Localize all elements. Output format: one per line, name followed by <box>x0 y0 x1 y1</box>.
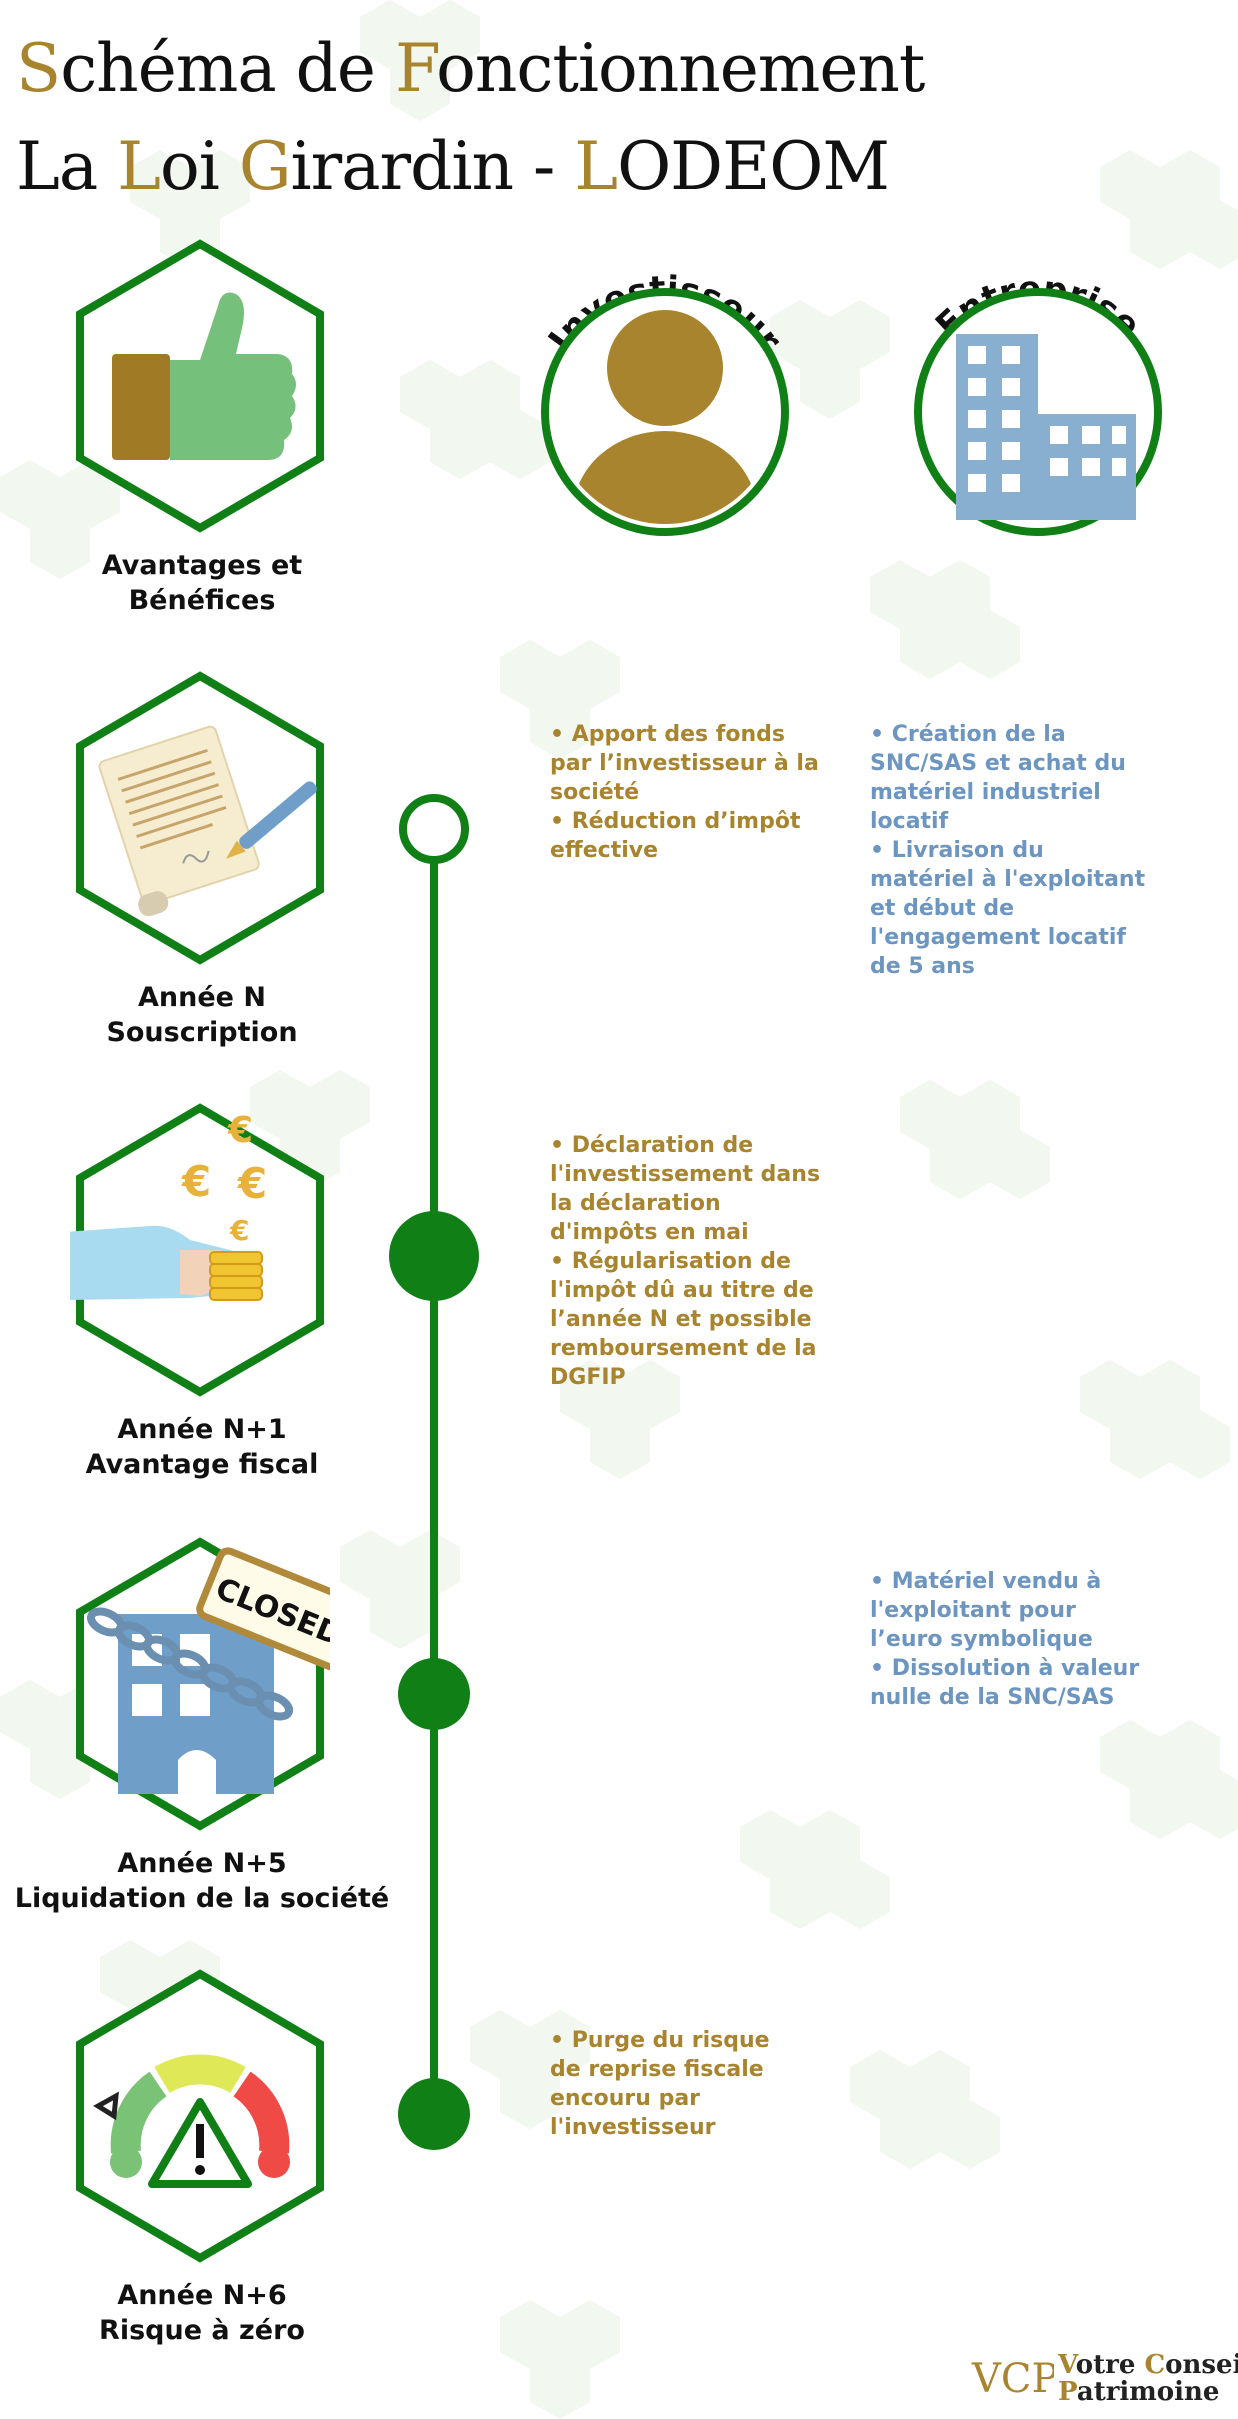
bullet-line: • Livraison du <box>870 838 1044 863</box>
text-segment: L <box>117 128 161 205</box>
company-bullets-year-n: • Création de la SNC/SAS et achat du matér… <box>870 720 1145 981</box>
thumbs-up-icon <box>76 239 324 533</box>
text-segment: P <box>1058 2377 1077 2407</box>
text-segment: V <box>1058 2350 1076 2380</box>
svg-text:€: € <box>229 1214 249 1247</box>
text-segment: chéma de <box>60 30 395 107</box>
bullet-line: • Purge du risque <box>550 2028 770 2053</box>
text-segment: La <box>16 128 118 205</box>
step-label-avantages: Avantages et Bénéfices <box>101 550 303 616</box>
vcp-monogram-icon: VCP <box>971 2356 1054 2402</box>
step-label-year-n: Année N Souscription <box>106 982 298 1048</box>
bullet-line: effective <box>550 838 659 863</box>
bullet-line: l'exploitant pour <box>870 1598 1076 1623</box>
bullet-line: • Déclaration de <box>550 1133 754 1158</box>
bullet-line: • Apport des fonds <box>550 722 785 747</box>
brand-name: Votre Conseil Patrimoine <box>1058 2352 1238 2406</box>
title-line-1: Schéma de Fonctionnement <box>16 20 925 118</box>
svg-text:VCP: VCP <box>971 2356 1054 2402</box>
bullet-line: société <box>550 780 640 805</box>
company-column-header: Entreprise <box>878 230 1198 560</box>
bullet-line: • Dissolution à valeur <box>870 1656 1140 1681</box>
bullet-line: la déclaration <box>550 1191 721 1216</box>
bullet-line: nulle de la SNC/SAS <box>870 1685 1115 1710</box>
investor-bullets-year-n: • Apport des fonds par l’investisseur à l… <box>550 720 819 865</box>
svg-text:€: € <box>181 1157 211 1206</box>
text-segment: irardin - <box>290 128 575 205</box>
bullet-line: de reprise fiscale <box>550 2057 764 2082</box>
bullet-line: l'impôt dû au titre de <box>550 1278 814 1303</box>
building-icon: Entreprise <box>914 269 1162 536</box>
text-segment: ODEOM <box>617 128 890 205</box>
text-segment: F <box>394 30 437 107</box>
bullet-line: et début de <box>870 896 1015 921</box>
person-icon: Investisseur <box>541 269 789 536</box>
text-segment: atrimoine <box>1076 2377 1220 2407</box>
euro-coins-hand-icon: € € € € <box>70 1103 324 1397</box>
investor-bullets-year-n6: • Purge du risque de reprise fiscale encou… <box>550 2026 770 2142</box>
bullet-line: SNC/SAS et achat du <box>870 751 1126 776</box>
bullet-line: • Réduction d’impôt <box>550 809 801 834</box>
text-segment: otre <box>1075 2350 1145 2380</box>
bullet-line: l'engagement locatif <box>870 925 1126 950</box>
bullet-line: encouru par <box>550 2086 701 2111</box>
investor-bullets-year-n1: • Déclaration de l'investissement dans la … <box>550 1131 820 1392</box>
text-segment: S <box>16 30 61 107</box>
title-line-2: La Loi Girardin - LODEOM <box>16 118 924 216</box>
svg-text:€: € <box>237 1159 267 1208</box>
bullet-line: locatif <box>870 809 949 834</box>
step-label-year-n6: Année N+6 Risque à zéro <box>99 2280 305 2346</box>
page-title: Schéma de Fonctionnement La Loi Girardin… <box>16 20 925 216</box>
step-label-year-n1: Année N+1 Avantage fiscal <box>85 1414 319 1480</box>
bullet-line: l’année N et possible <box>550 1307 812 1332</box>
bullet-line: l'investissement dans <box>550 1162 821 1187</box>
investor-column-header: Investisseur <box>505 230 825 560</box>
bullet-line: DGFIP <box>550 1365 626 1390</box>
step-label-year-n5: Année N+5 Liquidation de la société <box>14 1848 390 1914</box>
text-segment: L <box>574 128 618 205</box>
closed-chained-building-icon: CLOSED <box>76 1537 330 1831</box>
brand-logo: VCP Votre Conseil Patrimoine <box>970 2350 1238 2410</box>
bullet-line: de 5 ans <box>870 954 975 979</box>
company-bullets-year-n5: • Matériel vendu à l'exploitant pour l’eur… <box>870 1567 1139 1712</box>
text-segment: oi <box>159 128 239 205</box>
bullet-line: matériel à l'exploitant <box>870 867 1146 892</box>
bullet-line: l'investisseur <box>550 2115 716 2140</box>
bullet-line: par l’investisseur à la <box>550 751 819 776</box>
contract-signing-icon <box>76 671 324 965</box>
bullet-line: • Création de la <box>870 722 1066 747</box>
text-segment: onseil <box>1165 2350 1238 2380</box>
bullet-line: remboursement de la <box>550 1336 817 1361</box>
text-segment: C <box>1144 2350 1166 2380</box>
bullet-line: • Régularisation de <box>550 1249 791 1274</box>
risk-gauge-warning-icon <box>76 1969 324 2263</box>
bullet-line: l’euro symbolique <box>870 1627 1093 1652</box>
bullet-line: d'impôts en mai <box>550 1220 749 1245</box>
bullet-line: • Matériel vendu à <box>870 1569 1102 1594</box>
text-segment: G <box>238 128 292 205</box>
svg-text:€: € <box>227 1110 253 1151</box>
text-segment: onctionnement <box>436 30 925 107</box>
bullet-line: matériel industriel <box>870 780 1101 805</box>
